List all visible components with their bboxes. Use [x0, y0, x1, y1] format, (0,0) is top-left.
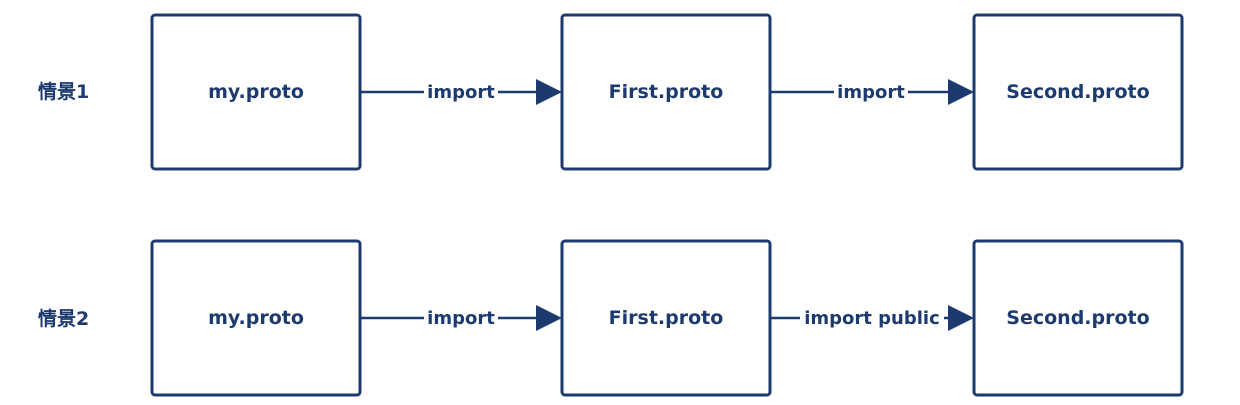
box: Second.proto — [972, 13, 1184, 171]
scenario-row: 情景2 my.proto import First.proto import p… — [38, 239, 1184, 397]
box-label: Second.proto — [1006, 81, 1149, 103]
edge-label-bg — [834, 80, 908, 104]
arrowhead-icon — [536, 79, 562, 105]
box: First.proto — [560, 13, 772, 171]
edge-label: import public — [804, 308, 940, 329]
edge-label-bg — [424, 306, 498, 330]
edge: import public — [770, 305, 974, 331]
box: my.proto — [150, 239, 362, 397]
edge-label: import — [837, 82, 905, 103]
arrowhead-icon — [536, 305, 562, 331]
scenario-label: 情景1 — [38, 80, 89, 103]
box-label: my.proto — [208, 81, 304, 103]
edge-label-bg — [800, 306, 944, 330]
scenario-row: 情景1 my.proto import First.proto import S… — [38, 13, 1184, 171]
edge-label: import — [427, 308, 495, 329]
edge: import — [360, 79, 562, 105]
edge: import — [360, 305, 562, 331]
box-frame — [972, 13, 1184, 171]
box-label: Second.proto — [1006, 307, 1149, 329]
edge-label-bg — [424, 80, 498, 104]
arrowhead-icon — [948, 79, 974, 105]
box-label: First.proto — [609, 81, 724, 103]
box-frame — [972, 239, 1184, 397]
box-label: First.proto — [609, 307, 724, 329]
scenario-label: 情景2 — [38, 307, 89, 330]
edge-label: import — [427, 82, 495, 103]
box: First.proto — [560, 239, 772, 397]
box: Second.proto — [972, 239, 1184, 397]
edge: import — [770, 79, 974, 105]
box-label: my.proto — [208, 307, 304, 329]
arrowhead-icon — [948, 305, 974, 331]
box: my.proto — [150, 13, 362, 171]
